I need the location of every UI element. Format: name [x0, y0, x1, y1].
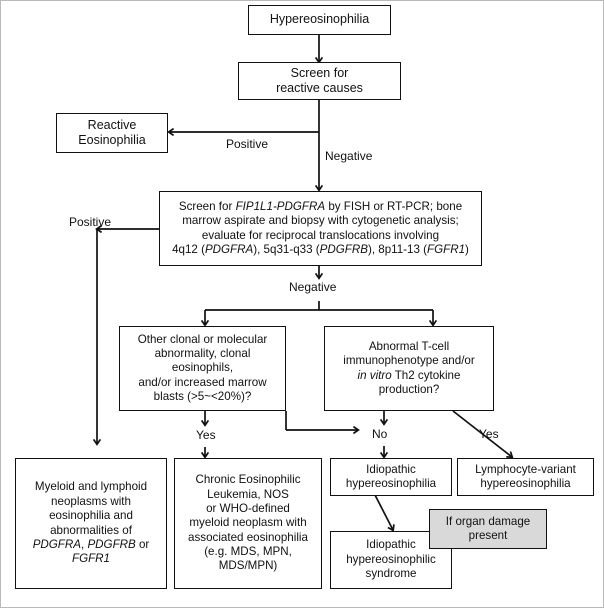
line-3: and/or increased marrow — [138, 375, 267, 389]
line-4-a: 4q12 ( — [172, 242, 205, 256]
node-idiopathic-hypereosinophilic-syndrome-label: Idiopathic hypereosinophilic syndrome — [331, 538, 451, 581]
node-screen-fip1l1-pdgfra-label: Screen for FIP1L1-PDGFRA by FISH or RT-P… — [160, 200, 481, 258]
edge-label-negative-reactive: Negative — [325, 149, 373, 163]
line-4: production? — [378, 382, 440, 396]
node-abnormal-tcell-immunophenotype-label: Abnormal T-cell immunophenotype and/or i… — [325, 340, 493, 398]
node-if-organ-damage-present[interactable]: If organ damage present — [429, 509, 547, 549]
line-3: or WHO-defined — [206, 501, 290, 515]
line-1: Abnormal T-cell — [368, 339, 450, 353]
line-2: present — [468, 529, 508, 542]
line-2: Leukemia, NOS — [207, 487, 289, 501]
gene-fip1l1-pdgfra: FIP1L1-PDGFRA — [235, 199, 326, 213]
node-screen-reactive-causes[interactable]: Screen for reactive causes — [238, 62, 401, 100]
gene-pdgfrb: PDGFRB — [319, 242, 368, 256]
line-1: Myeloid and lymphoid — [34, 480, 148, 494]
gene-pdgfrb: PDGFRB — [87, 537, 136, 551]
gene-fgfr1: FGFR1 — [71, 552, 110, 566]
edge-label-positive-fip1l1: Positive — [69, 215, 112, 229]
line-4-c: ), 8p11-13 ( — [367, 242, 428, 256]
line-1-post: by FISH or RT-PCR; bone — [325, 199, 463, 213]
edge-label-yes-clonal: Yes — [196, 428, 216, 442]
term-in-vitro: in vitro — [357, 368, 392, 382]
edge-label-negative-fip1l1: Negative — [289, 280, 337, 294]
line-3: evaluate for reciprocal translocations i… — [201, 228, 440, 242]
line-2: hypereosinophilia — [345, 477, 437, 490]
line-1: If organ damage — [445, 514, 531, 528]
line-3: eosinophilia and — [49, 509, 133, 523]
edge-label-positive-reactive: Positive — [226, 137, 269, 151]
node-hypereosinophilia[interactable]: Hypereosinophilia — [248, 5, 391, 35]
node-other-clonal-abnormality-label: Other clonal or molecular abnormality, c… — [120, 333, 285, 405]
line-4-b: ), 5q31-q33 ( — [253, 242, 320, 256]
line-1: Idiopathic — [366, 538, 416, 552]
line-4: myeloid neoplasm with — [189, 516, 307, 530]
gene-pdgfra: PDGFRA — [204, 242, 254, 256]
line-1: Chronic Eosinophilic — [195, 473, 301, 487]
line-2: neoplasms with — [51, 494, 131, 508]
node-other-clonal-abnormality[interactable]: Other clonal or molecular abnormality, c… — [119, 326, 286, 411]
line-4: abnormalities of — [50, 523, 132, 537]
node-myeloid-lymphoid-neoplasms[interactable]: Myeloid and lymphoid neoplasms with eosi… — [15, 458, 167, 589]
node-myeloid-lymphoid-neoplasms-label: Myeloid and lymphoid neoplasms with eosi… — [16, 480, 166, 566]
line-3: syndrome — [365, 567, 417, 581]
line-4-d: ) — [465, 242, 469, 256]
edge-label-yes-tcell: Yes — [479, 427, 499, 441]
node-lymphocyte-variant-hypereosinophilia[interactable]: Lymphocyte-variant hypereosinophilia — [457, 458, 594, 496]
node-chronic-eosinophilic-leukemia[interactable]: Chronic Eosinophilic Leukemia, NOS or WH… — [174, 458, 322, 589]
line-2: marrow aspirate and biopsy with cytogene… — [182, 214, 459, 228]
node-screen-fip1l1-pdgfra[interactable]: Screen for FIP1L1-PDGFRA by FISH or RT-P… — [159, 191, 482, 266]
line-1: Idiopathic — [366, 462, 416, 476]
node-idiopathic-hypereosinophilia-label: Idiopathic hypereosinophilia — [331, 463, 451, 492]
line-2: Eosinophilia — [78, 133, 146, 147]
line-1-pre: Screen for — [178, 199, 236, 213]
node-abnormal-tcell-immunophenotype[interactable]: Abnormal T-cell immunophenotype and/or i… — [324, 326, 494, 411]
line-5-post: or — [135, 537, 150, 551]
line-2: reactive causes — [276, 81, 363, 95]
node-reactive-eosinophilia[interactable]: Reactive Eosinophilia — [56, 113, 168, 153]
line-2: hypereosinophilia — [480, 477, 571, 490]
node-chronic-eosinophilic-leukemia-label: Chronic Eosinophilic Leukemia, NOS or WH… — [175, 473, 321, 574]
line-1: Lymphocyte-variant — [475, 462, 576, 476]
line-1: Screen for — [290, 65, 349, 80]
line-7: MDS/MPN) — [218, 559, 278, 573]
edge-label-no-tcell: No — [372, 427, 388, 441]
line-1: Other clonal or molecular — [137, 332, 268, 346]
line-5-sep: , — [81, 537, 88, 551]
line-5: associated eosinophilia — [188, 530, 308, 544]
node-lymphocyte-variant-hypereosinophilia-label: Lymphocyte-variant hypereosinophilia — [458, 463, 593, 492]
line-1: Reactive — [87, 117, 137, 132]
node-idiopathic-hypereosinophilia[interactable]: Idiopathic hypereosinophilia — [330, 458, 452, 496]
gene-pdgfra: PDGFRA — [32, 537, 81, 551]
line-6: (e.g. MDS, MPN, — [204, 545, 292, 559]
node-hypereosinophilia-label: Hypereosinophilia — [269, 12, 370, 27]
node-if-organ-damage-present-label: If organ damage present — [430, 515, 546, 544]
line-2: immunophenotype and/or — [343, 354, 475, 368]
gene-fgfr1: FGFR1 — [427, 242, 466, 256]
line-3-post: Th2 cytokine — [391, 368, 461, 382]
node-screen-reactive-causes-label: Screen for reactive causes — [239, 66, 400, 97]
line-2: hypereosinophilic — [346, 552, 436, 566]
line-4: blasts (>5~<20%)? — [153, 390, 252, 404]
line-2: abnormality, clonal eosinophils, — [154, 346, 251, 375]
node-reactive-eosinophilia-label: Reactive Eosinophilia — [57, 118, 167, 149]
